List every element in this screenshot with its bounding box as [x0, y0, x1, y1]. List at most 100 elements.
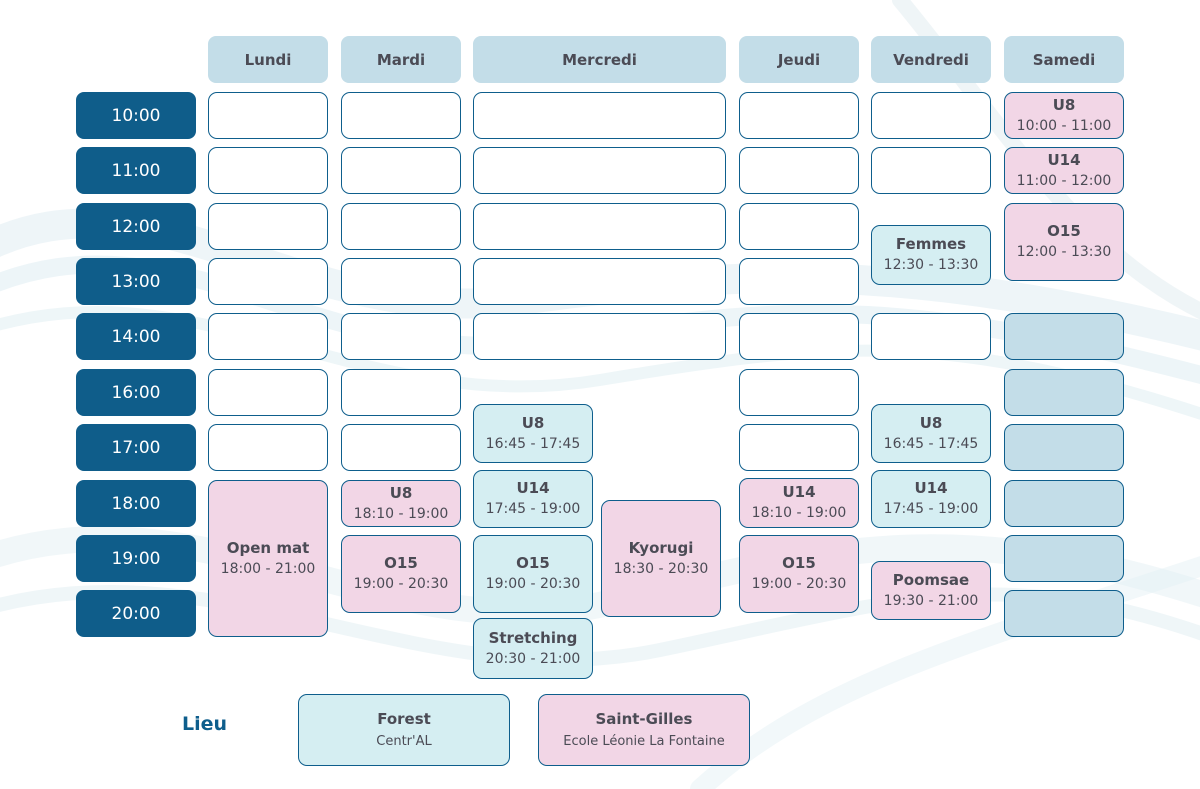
event-mardi-u8[interactable]: U8 18:10 - 19:00 — [341, 480, 461, 527]
blocked-slot — [1004, 590, 1124, 637]
empty-slot — [871, 313, 991, 360]
empty-slot — [208, 424, 328, 471]
day-header-mardi: Mardi — [341, 36, 461, 83]
event-name: U8 — [1052, 95, 1076, 114]
event-time: 19:30 - 21:00 — [883, 592, 979, 609]
empty-slot — [341, 147, 461, 194]
event-name: Stretching — [488, 628, 578, 647]
empty-slot — [208, 313, 328, 360]
empty-slot — [473, 92, 726, 139]
day-header-samedi: Samedi — [1004, 36, 1124, 83]
event-mercredi-u8[interactable]: U8 16:45 - 17:45 — [473, 404, 593, 463]
event-mercredi-stretching[interactable]: Stretching 20:30 - 21:00 — [473, 618, 593, 679]
event-vendredi-u8[interactable]: U8 16:45 - 17:45 — [871, 404, 991, 463]
event-name: O15 — [516, 554, 550, 572]
empty-slot — [341, 313, 461, 360]
empty-slot — [739, 369, 859, 416]
blocked-slot — [1004, 480, 1124, 527]
legend-saint-gilles-name: Saint-Gilles — [595, 710, 693, 728]
empty-slot — [473, 313, 726, 360]
empty-slot — [871, 92, 991, 139]
blocked-slot — [1004, 535, 1124, 582]
empty-slot — [208, 203, 328, 250]
event-name: Open mat — [226, 538, 310, 557]
event-vendredi-u14[interactable]: U14 17:45 - 19:00 — [871, 470, 991, 528]
empty-slot — [739, 203, 859, 250]
legend-forest: Forest Centr'AL — [298, 694, 510, 766]
event-name: Femmes — [895, 235, 967, 253]
event-time: 18:30 - 20:30 — [613, 560, 709, 577]
blocked-slot — [1004, 313, 1124, 360]
time-cell-16: 16:00 — [76, 369, 196, 416]
event-time: 19:00 - 20:30 — [751, 576, 847, 592]
event-time: 12:30 - 13:30 — [883, 257, 979, 273]
event-mercredi-kyorugi[interactable]: Kyorugi 18:30 - 20:30 — [601, 500, 721, 617]
event-name: O15 — [782, 554, 816, 572]
legend-saint-gilles: Saint-Gilles Ecole Léonie La Fontaine — [538, 694, 750, 766]
event-name: U14 — [782, 483, 816, 501]
empty-slot — [208, 258, 328, 305]
empty-slot — [341, 258, 461, 305]
event-time: 18:10 - 19:00 — [353, 505, 449, 522]
event-mardi-o15[interactable]: O15 19:00 - 20:30 — [341, 535, 461, 613]
day-header-vendredi: Vendredi — [871, 36, 991, 83]
time-cell-11: 11:00 — [76, 147, 196, 194]
time-cell-20: 20:00 — [76, 590, 196, 637]
day-header-lundi: Lundi — [208, 36, 328, 83]
event-jeudi-u14[interactable]: U14 18:10 - 19:00 — [739, 478, 859, 528]
empty-slot — [473, 258, 726, 305]
time-cell-13: 13:00 — [76, 258, 196, 305]
event-mercredi-o15[interactable]: O15 19:00 - 20:30 — [473, 535, 593, 613]
event-name: U14 — [914, 479, 948, 497]
event-time: 12:00 - 13:30 — [1016, 244, 1112, 260]
event-time: 11:00 - 12:00 — [1016, 172, 1112, 189]
time-cell-17: 17:00 — [76, 424, 196, 471]
empty-slot — [473, 203, 726, 250]
event-mercredi-u14[interactable]: U14 17:45 - 19:00 — [473, 470, 593, 528]
day-header-mercredi: Mercredi — [473, 36, 726, 83]
event-jeudi-o15[interactable]: O15 19:00 - 20:30 — [739, 535, 859, 613]
empty-slot — [739, 92, 859, 139]
blocked-slot — [1004, 369, 1124, 416]
event-name: U8 — [521, 413, 545, 432]
empty-slot — [208, 92, 328, 139]
empty-slot — [739, 424, 859, 471]
time-cell-10: 10:00 — [76, 92, 196, 139]
event-time: 18:00 - 21:00 — [220, 560, 316, 577]
event-name: Kyorugi — [628, 538, 694, 557]
legend-title: Lieu — [182, 713, 228, 735]
time-cell-19: 19:00 — [76, 535, 196, 582]
empty-slot — [473, 147, 726, 194]
event-time: 17:45 - 19:00 — [485, 501, 581, 517]
empty-slot — [871, 147, 991, 194]
event-time: 19:00 - 20:30 — [485, 576, 581, 592]
event-time: 19:00 - 20:30 — [353, 576, 449, 592]
event-name: Poomsae — [892, 570, 970, 589]
event-vendredi-poomsae[interactable]: Poomsae 19:30 - 21:00 — [871, 561, 991, 620]
time-cell-14: 14:00 — [76, 313, 196, 360]
empty-slot — [341, 369, 461, 416]
event-samedi-u8[interactable]: U8 10:00 - 11:00 — [1004, 92, 1124, 139]
empty-slot — [739, 258, 859, 305]
blocked-slot — [1004, 424, 1124, 471]
event-name: O15 — [1047, 222, 1081, 240]
event-vendredi-femmes[interactable]: Femmes 12:30 - 13:30 — [871, 225, 991, 285]
empty-slot — [341, 203, 461, 250]
event-lundi-open-mat[interactable]: Open mat 18:00 - 21:00 — [208, 480, 328, 637]
event-samedi-u14[interactable]: U14 11:00 - 12:00 — [1004, 147, 1124, 194]
event-samedi-o15[interactable]: O15 12:00 - 13:30 — [1004, 203, 1124, 281]
empty-slot — [208, 147, 328, 194]
day-header-jeudi: Jeudi — [739, 36, 859, 83]
event-name: U14 — [516, 479, 550, 497]
legend-forest-name: Forest — [377, 710, 431, 728]
empty-slot — [739, 147, 859, 194]
time-cell-12: 12:00 — [76, 203, 196, 250]
empty-slot — [341, 424, 461, 471]
event-name: U8 — [389, 483, 413, 502]
empty-slot — [341, 92, 461, 139]
event-time: 16:45 - 17:45 — [485, 435, 581, 452]
event-time: 10:00 - 11:00 — [1016, 117, 1112, 134]
event-name: O15 — [384, 554, 418, 572]
event-time: 18:10 - 19:00 — [751, 505, 847, 521]
event-time: 17:45 - 19:00 — [883, 501, 979, 517]
